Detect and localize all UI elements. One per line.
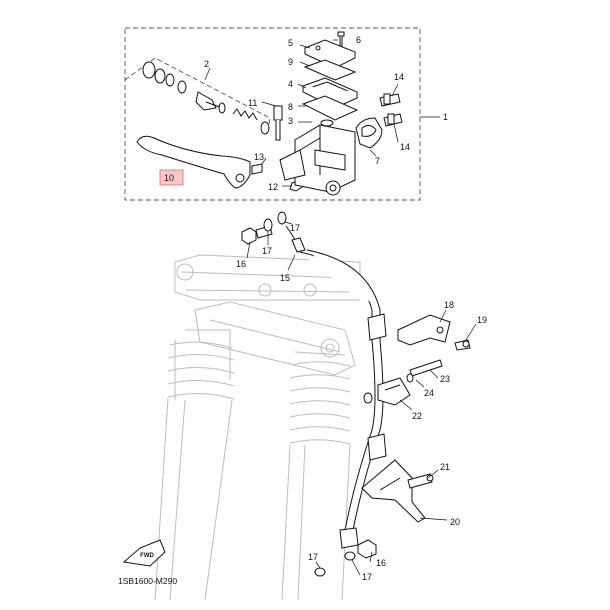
callout-7: 7 [375, 156, 380, 166]
washer-17-b [277, 211, 287, 225]
brake-hose [285, 225, 387, 549]
callout-9: 9 [288, 57, 293, 67]
highlighted-callout-box [159, 169, 184, 186]
callout-labels: 1 2 3 4 5 6 7 8 9 10 11 12 13 14 14 15 1… [164, 35, 487, 582]
reservoir-cap [303, 39, 357, 69]
callout-15: 15 [280, 273, 290, 283]
washer-17-d [344, 551, 356, 561]
callout-17-b: 17 [290, 223, 300, 233]
leader-lines [204, 39, 477, 576]
callout-17-d: 17 [362, 572, 372, 582]
plate-8 [301, 95, 359, 121]
callout-23: 23 [440, 374, 450, 384]
callout-21: 21 [440, 462, 450, 472]
brake-lever [136, 135, 251, 189]
sub-assembly-2-box [124, 57, 271, 131]
fwd-label: FWD [140, 553, 154, 559]
fork-assembly-background [154, 254, 361, 601]
fwd-arrow: FWD [122, 539, 166, 567]
callout-1: 1 [443, 112, 448, 122]
callout-11: 11 [248, 98, 257, 108]
callout-22: 22 [412, 411, 422, 421]
diagram-code: 1SB1600-M290 [118, 576, 177, 586]
clamp-bolt-lower [383, 113, 403, 127]
pivot-nut [251, 163, 263, 175]
callout-16-upper: 16 [236, 259, 246, 269]
callout-2: 2 [204, 59, 209, 69]
callout-19: 19 [477, 315, 487, 325]
callout-14-lower: 14 [400, 142, 410, 152]
bolt-23 [409, 359, 443, 377]
callout-5: 5 [288, 38, 293, 48]
callout-18: 18 [444, 300, 454, 310]
handlebar-clamp [355, 117, 383, 149]
callout-14-upper: 14 [394, 72, 404, 82]
callout-3: 3 [288, 116, 293, 126]
hose-guide-18 [397, 314, 451, 346]
pivot-bolt [273, 105, 283, 141]
bolt-21 [407, 473, 434, 489]
callout-16-lower: 16 [376, 558, 386, 568]
hose-holder-22 [377, 377, 411, 406]
master-cylinder-group-box [124, 27, 421, 201]
washer-24 [406, 373, 414, 383]
grommet-small [363, 392, 373, 404]
screw-6 [337, 31, 345, 47]
banjo-bolt-16-lower [357, 539, 377, 559]
callout-24: 24 [424, 388, 434, 398]
washer-17-a [263, 218, 273, 232]
cap-plate-9 [303, 59, 357, 81]
clamp-bolt-upper [379, 93, 401, 107]
washer-17-c [314, 567, 326, 577]
piston-kit [142, 61, 270, 135]
bracket-20 [361, 459, 426, 523]
callout-4: 4 [288, 79, 293, 89]
master-cylinder [279, 119, 356, 196]
callout-17-a: 17 [262, 246, 272, 256]
callout-12: 12 [268, 182, 278, 192]
callout-6: 6 [356, 35, 361, 45]
callout-20: 20 [450, 517, 460, 527]
callout-17-c: 17 [308, 552, 318, 562]
callout-8: 8 [288, 102, 293, 112]
bolt-19 [454, 339, 471, 351]
callout-10: 10 [164, 173, 174, 183]
callout-13: 13 [254, 152, 264, 162]
